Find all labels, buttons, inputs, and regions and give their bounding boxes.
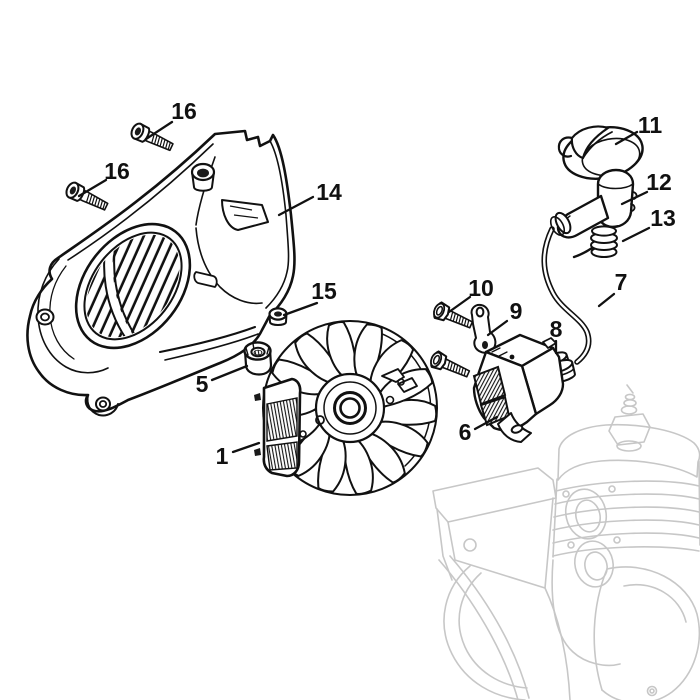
housing-peg bbox=[193, 271, 218, 288]
leader-12 bbox=[620, 190, 649, 206]
callout-5: 5 bbox=[196, 371, 209, 397]
callout-leader-lines bbox=[77, 120, 651, 454]
callout-16-lower: 16 bbox=[104, 158, 130, 184]
callout-7: 7 bbox=[615, 269, 628, 295]
watermark-cylinder-head bbox=[557, 423, 700, 481]
callout-15: 15 bbox=[311, 278, 337, 304]
callout-8: 8 bbox=[550, 316, 563, 342]
callout-11: 11 bbox=[638, 112, 663, 138]
callout-13: 13 bbox=[650, 205, 676, 231]
leader-10 bbox=[447, 295, 472, 314]
spark-plug-boot-part bbox=[549, 168, 638, 239]
crank-hole bbox=[339, 397, 361, 419]
leader-16-upper bbox=[144, 120, 174, 141]
callout-14: 14 bbox=[316, 179, 342, 205]
callout-6: 6 bbox=[459, 419, 472, 445]
magnet-block bbox=[254, 377, 302, 478]
fan-housing-part bbox=[26, 129, 296, 417]
spring-part bbox=[572, 225, 619, 259]
callout-9: 9 bbox=[510, 298, 523, 324]
leader-6 bbox=[473, 415, 499, 431]
bracket-part bbox=[470, 303, 497, 354]
module-screw-upper bbox=[430, 299, 476, 334]
callout-10: 10 bbox=[468, 275, 494, 301]
leader-16-lower bbox=[77, 178, 108, 198]
housing-foot-left bbox=[35, 308, 55, 326]
module-screw-lower bbox=[427, 348, 473, 383]
leader-1 bbox=[231, 441, 261, 454]
watermark-crankcase bbox=[443, 565, 526, 700]
ignition-module-part bbox=[472, 333, 565, 443]
housing-foot-bottom bbox=[86, 394, 119, 417]
callout-1: 1 bbox=[216, 443, 229, 469]
screw-16-upper bbox=[128, 120, 176, 156]
watermark-engine bbox=[432, 384, 700, 700]
leader-13 bbox=[621, 226, 651, 243]
screw-16-lower bbox=[63, 179, 111, 215]
leader-7 bbox=[597, 292, 616, 308]
watermark-mount bbox=[432, 467, 557, 523]
leader-15 bbox=[282, 301, 319, 317]
screw-boss bbox=[190, 162, 216, 192]
watermark-spark-plug bbox=[608, 413, 651, 446]
leader-9 bbox=[486, 319, 509, 337]
watermark-starter bbox=[601, 566, 700, 700]
callout-12: 12 bbox=[646, 169, 672, 195]
leader-5 bbox=[210, 364, 249, 382]
callout-labels: 16 16 14 15 5 1 10 9 8 6 11 12 13 7 bbox=[104, 98, 676, 469]
callout-16-upper: 16 bbox=[171, 98, 197, 124]
leader-14 bbox=[277, 195, 315, 217]
leader-11 bbox=[614, 130, 639, 146]
flywheel-part bbox=[254, 320, 439, 496]
nut-part bbox=[243, 341, 273, 376]
washer-part bbox=[268, 307, 288, 326]
grille bbox=[74, 216, 192, 356]
